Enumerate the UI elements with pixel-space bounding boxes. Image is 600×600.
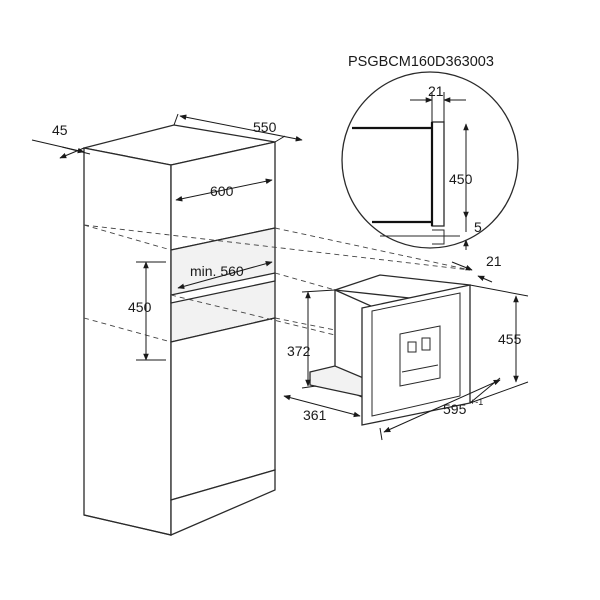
detail-foot [432, 229, 445, 245]
label-21-appliance: 21 [486, 253, 502, 269]
dispenser-spout-left [407, 341, 417, 353]
labels: PSGBCM160D363003 45 550 600 min. 560 450… [52, 54, 522, 423]
label-595-tolerance: +-1 [470, 397, 483, 407]
label-455: 455 [498, 331, 522, 347]
label-550: 550 [253, 119, 277, 135]
label-5-detail: 5 [474, 219, 482, 235]
dim-min560-line [177, 260, 273, 290]
tall-cabinet [83, 124, 276, 536]
dim-550-line [179, 114, 303, 142]
detail-frame-post [431, 121, 445, 227]
label-600: 600 [210, 183, 234, 199]
dim-361-line [283, 394, 361, 418]
label-450-detail: 450 [449, 171, 473, 187]
machine-dispenser [399, 325, 441, 387]
model-code: PSGBCM160D363003 [348, 54, 494, 70]
dispenser-tray-line [401, 364, 439, 373]
dimension-lines [31, 113, 529, 441]
dim-21-arrow-right [477, 275, 493, 283]
label-21-detail: 21 [428, 83, 444, 99]
label-min560: min. 560 [190, 263, 244, 279]
detail-view [341, 71, 519, 250]
cabinet-side-panel [83, 147, 172, 536]
cabinet-base-line [83, 514, 172, 536]
dispenser-spout-right [421, 337, 431, 351]
projection-lines [83, 224, 471, 343]
dim-595-line [383, 379, 501, 433]
cabinet-lower-front [170, 317, 276, 501]
label-372: 372 [287, 343, 311, 359]
cabinet-plinth [170, 469, 276, 536]
detail-circle [341, 71, 519, 249]
label-450-niche: 450 [128, 299, 152, 315]
dim-21-arrow-left [451, 261, 473, 271]
label-361: 361 [303, 407, 327, 423]
label-595: 595 [443, 401, 467, 417]
dim-600-line [175, 178, 273, 202]
label-45: 45 [52, 122, 68, 138]
